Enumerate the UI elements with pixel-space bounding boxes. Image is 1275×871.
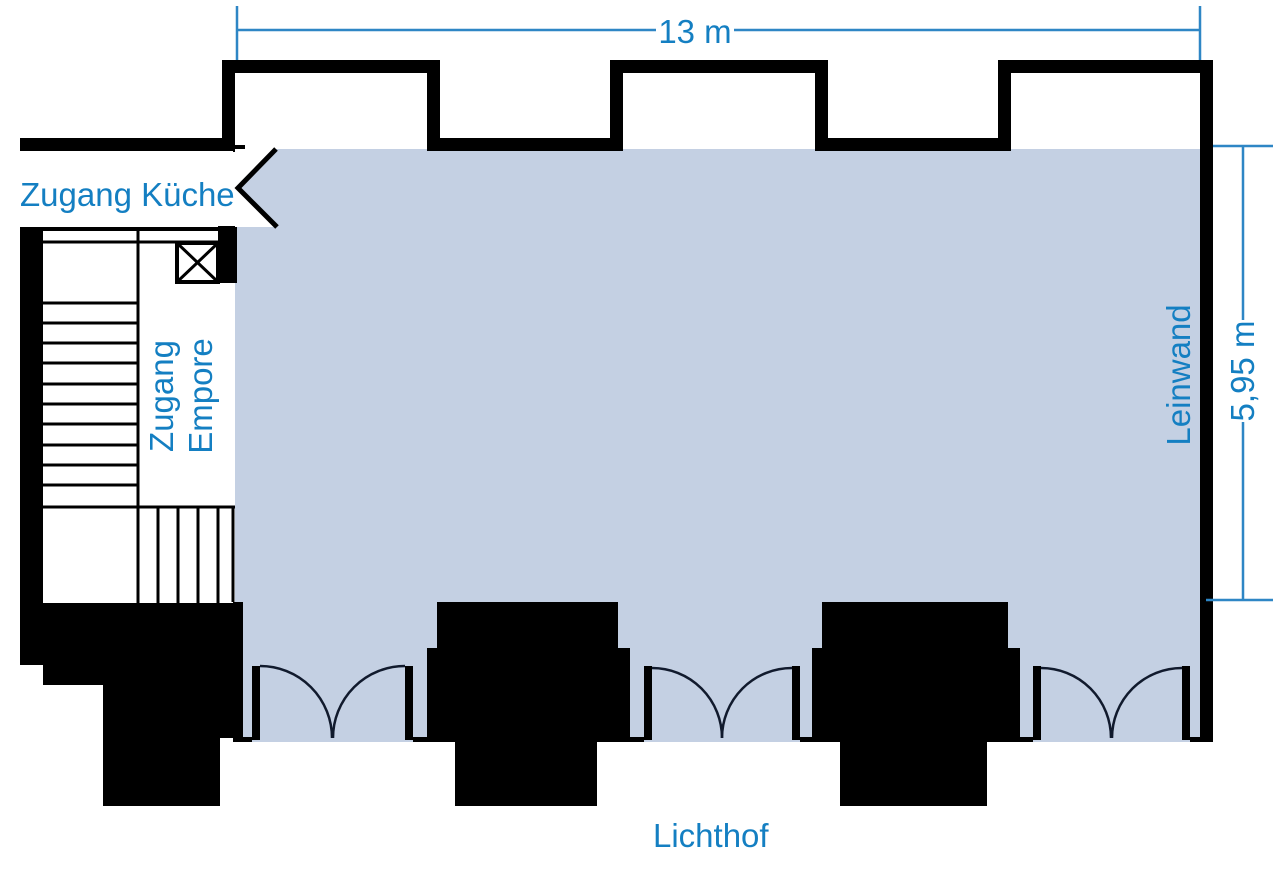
door-jamb — [405, 666, 413, 740]
pillar-2 — [812, 602, 1020, 806]
wall-block — [103, 685, 220, 806]
height-dimension-line — [1206, 144, 1273, 602]
double-door-2 — [651, 666, 793, 739]
top-wall-group — [20, 60, 1213, 152]
stair-treads — [43, 231, 235, 603]
door-jamb — [644, 666, 652, 740]
double-door-1 — [259, 664, 406, 739]
door-swing-arc — [651, 666, 724, 739]
door-swing-arc — [1040, 666, 1113, 739]
height-dimension-label: 5,95 m — [1224, 321, 1261, 422]
wall-segment — [233, 602, 243, 738]
wall-segment — [43, 665, 233, 685]
atrium-label: Lichthof — [653, 817, 769, 854]
screen-label: Leinwand — [1160, 304, 1197, 445]
wall-segment — [1190, 737, 1202, 742]
wall-segment — [218, 226, 237, 283]
shaft-symbol-x-icon — [175, 241, 220, 284]
window-bay-wall — [222, 60, 235, 151]
window-bay-wall — [815, 60, 828, 151]
double-door-3 — [1040, 666, 1183, 739]
door-jamb — [1182, 666, 1190, 740]
stairwell-walls — [20, 226, 243, 806]
pillar-base — [840, 740, 987, 806]
pillar-mid — [812, 648, 1020, 740]
window-bay-top — [998, 60, 1213, 73]
wall-segment — [233, 145, 245, 152]
door-swing-arc — [720, 666, 793, 739]
gallery-access-label-line1: Zugang — [143, 340, 180, 452]
opening-break-fill — [235, 149, 277, 227]
right-wall — [1200, 60, 1213, 742]
door-swing-arc — [259, 664, 334, 739]
room-area — [235, 149, 1202, 742]
pillar-1 — [427, 602, 630, 806]
door-jamb — [1033, 666, 1041, 740]
width-dimension-line — [235, 6, 1202, 60]
wall-segment — [20, 603, 233, 665]
wall-segment — [815, 138, 1011, 151]
window-bay-top — [610, 60, 828, 73]
window-bay-wall — [610, 60, 623, 151]
door-swing-arc — [1110, 666, 1183, 739]
gallery-access-label-line2: Empore — [182, 338, 219, 454]
wall-segment — [20, 138, 235, 151]
window-bay-top — [222, 60, 440, 73]
pillar-top — [822, 602, 1008, 648]
wall-segment — [233, 737, 252, 742]
kitchen-access-label: Zugang Küche — [20, 176, 235, 213]
window-bay-wall — [998, 60, 1011, 151]
wall-segment — [427, 138, 623, 151]
window-bay-wall — [427, 60, 440, 151]
door-swing-arc — [331, 664, 406, 739]
pillar-top — [437, 602, 618, 648]
width-dimension-label: 13 m — [658, 13, 731, 50]
stair-left-wall — [20, 227, 43, 603]
door-jamb — [252, 666, 260, 740]
pillar-base — [455, 740, 597, 806]
pillar-mid — [427, 648, 630, 740]
opening-break-icon — [234, 147, 279, 229]
door-jamb — [792, 666, 800, 740]
wall-segment — [20, 227, 218, 231]
